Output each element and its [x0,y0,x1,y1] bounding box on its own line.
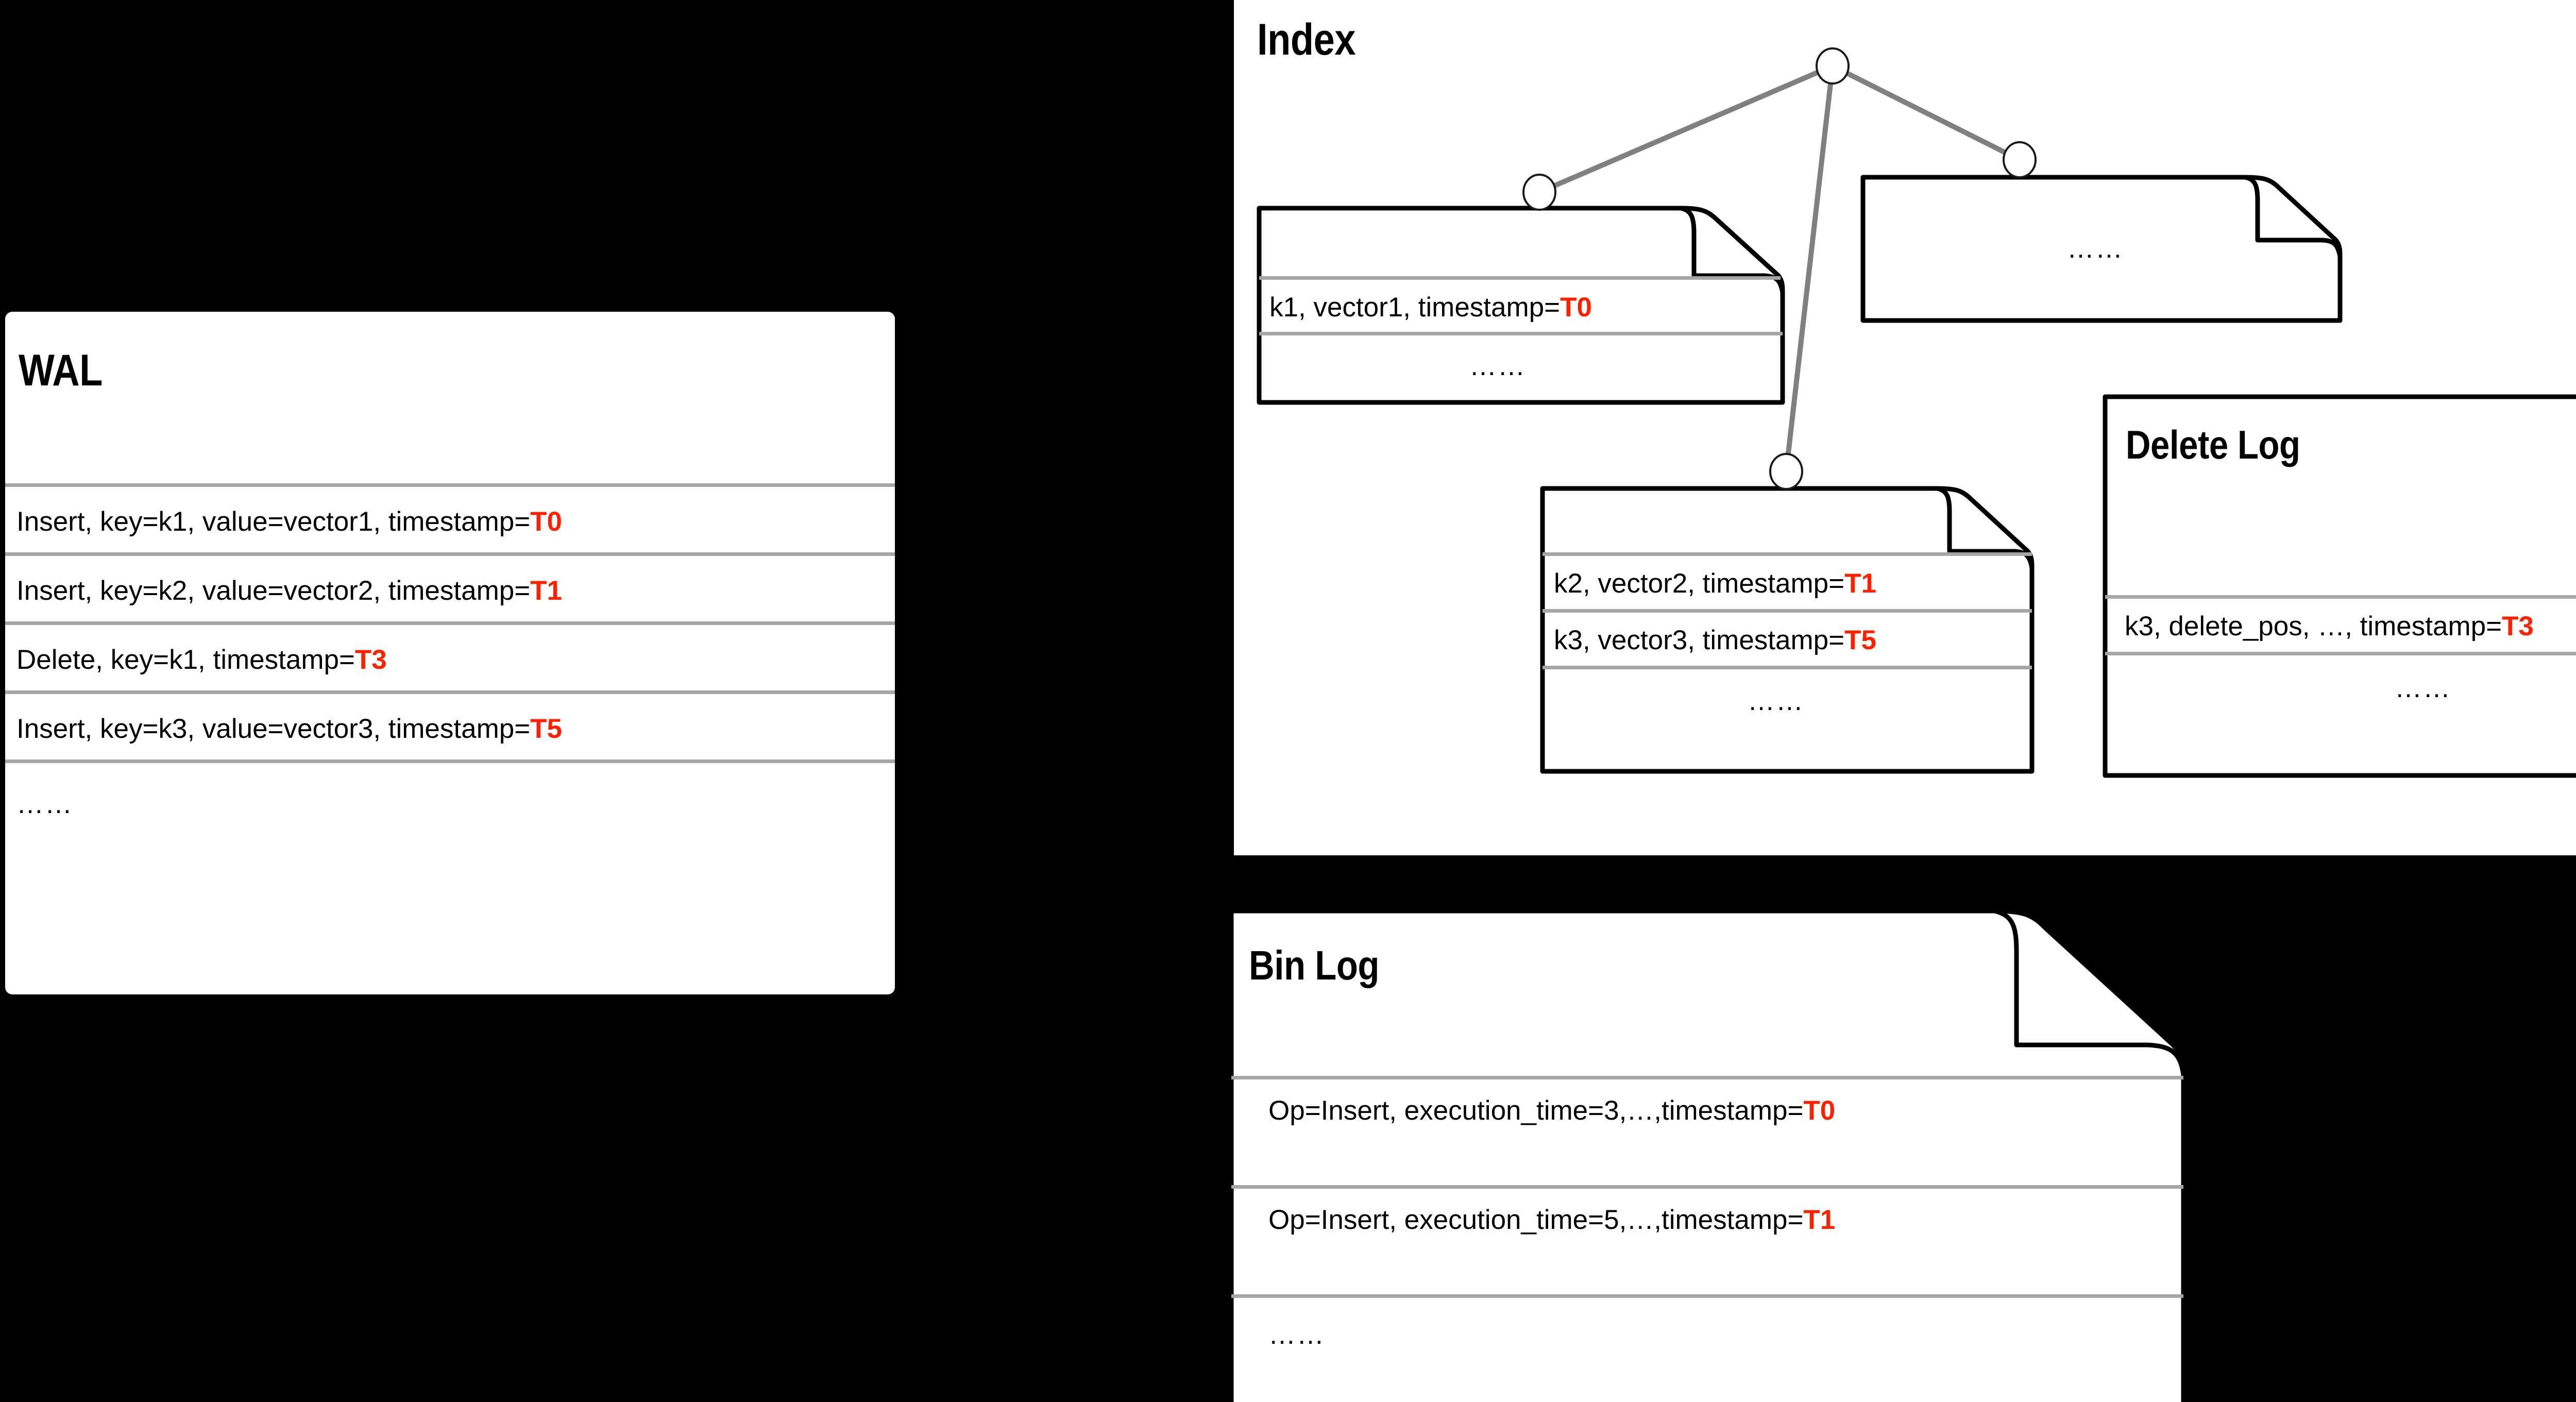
wal-separator [5,621,895,625]
wal-row: Insert, key=k2, value=vector2, timestamp… [16,565,892,616]
segment-k2-k3-separator [1543,666,2032,669]
wal-row: Insert, key=k1, value=vector1, timestamp… [16,496,892,547]
segment-k1-separator [1259,332,1783,335]
wal-row: Insert, key=k3, value=vector3, timestamp… [16,703,892,754]
segment-k1-separator [1259,276,1781,280]
bin-log-separator [1231,1076,2183,1079]
segment-k1-ellipsis: …… [1469,351,1526,381]
delete-log-row-timestamp: T3 [2502,611,2534,641]
segment-k2-row-text: k2, vector2, timestamp= [1554,568,1845,599]
bin-log-row-text: Op=Insert, execution_time=3,…,timestamp= [1268,1095,1804,1126]
wal-row: Delete, key=k1, timestamp=T3 [16,634,892,685]
bin-log-ellipsis: …… [1268,1320,1325,1350]
segment-k2-k3-row: k2, vector2, timestamp=T1 [1554,563,2033,604]
segment-k1-row-timestamp: T0 [1560,292,1592,323]
wal-row-text: Insert, key=k2, value=vector2, timestamp… [16,575,531,606]
bin-log-row: Op=Insert, execution_time=3,…,timestamp=… [1268,1087,2180,1134]
index-title: Index [1257,15,1356,64]
wal-separator [5,759,895,763]
wal-separator [5,552,895,556]
bin-log-row-timestamp: T1 [1803,1204,1836,1235]
bin-log-title: Bin Log [1249,942,1380,988]
segment-k2-k3-row: k3, vector3, timestamp=T5 [1554,619,2033,661]
segment-k3-row-timestamp: T5 [1844,624,1876,655]
bin-log-row-text: Op=Insert, execution_time=5,…,timestamp= [1268,1204,1804,1235]
bin-log-row-timestamp: T0 [1803,1095,1836,1126]
segment-k2-row-timestamp: T1 [1844,568,1876,599]
delete-log-ellipsis: …… [2395,673,2451,703]
wal-row-timestamp: T5 [530,713,563,744]
segment-k2-k3-separator [1543,552,2032,556]
delete-log-row-text: k3, delete_pos, …, timestamp= [2125,611,2502,641]
wal-row-text: Delete, key=k1, timestamp= [16,644,355,675]
delete-log-separator [2105,595,2576,599]
wal-row-text: Insert, key=k3, value=vector3, timestamp… [16,713,531,744]
wal-separator [5,483,895,487]
segment-k1-row-text: k1, vector1, timestamp= [1269,292,1561,323]
segment-k2-k3-separator [1543,609,2032,613]
segment-more-ellipsis: …… [2067,233,2124,264]
segment-k2-k3-ellipsis: …… [1748,686,1804,716]
wal-ellipsis: …… [16,789,73,819]
wal-panel [5,312,895,994]
index-panel [1234,0,2576,855]
wal-row-timestamp: T1 [530,575,563,606]
segment-k3-row-text: k3, vector3, timestamp= [1554,624,1845,655]
segment-k1-row: k1, vector1, timestamp=T0 [1269,286,1785,328]
wal-separator [5,690,895,694]
delete-log-separator [2105,652,2576,655]
wal-title: WAL [19,346,103,395]
bin-log-separator [1231,1294,2183,1298]
wal-row-timestamp: T0 [530,506,563,537]
bin-log-row: Op=Insert, execution_time=5,…,timestamp=… [1268,1196,2180,1243]
delete-log-title: Delete Log [2126,422,2300,467]
delete-log-row: k3, delete_pos, …, timestamp=T3 [2125,605,2576,647]
bin-log-separator [1231,1185,2183,1189]
wal-row-text: Insert, key=k1, value=vector1, timestamp… [16,506,531,537]
wal-row-timestamp: T3 [354,644,387,675]
